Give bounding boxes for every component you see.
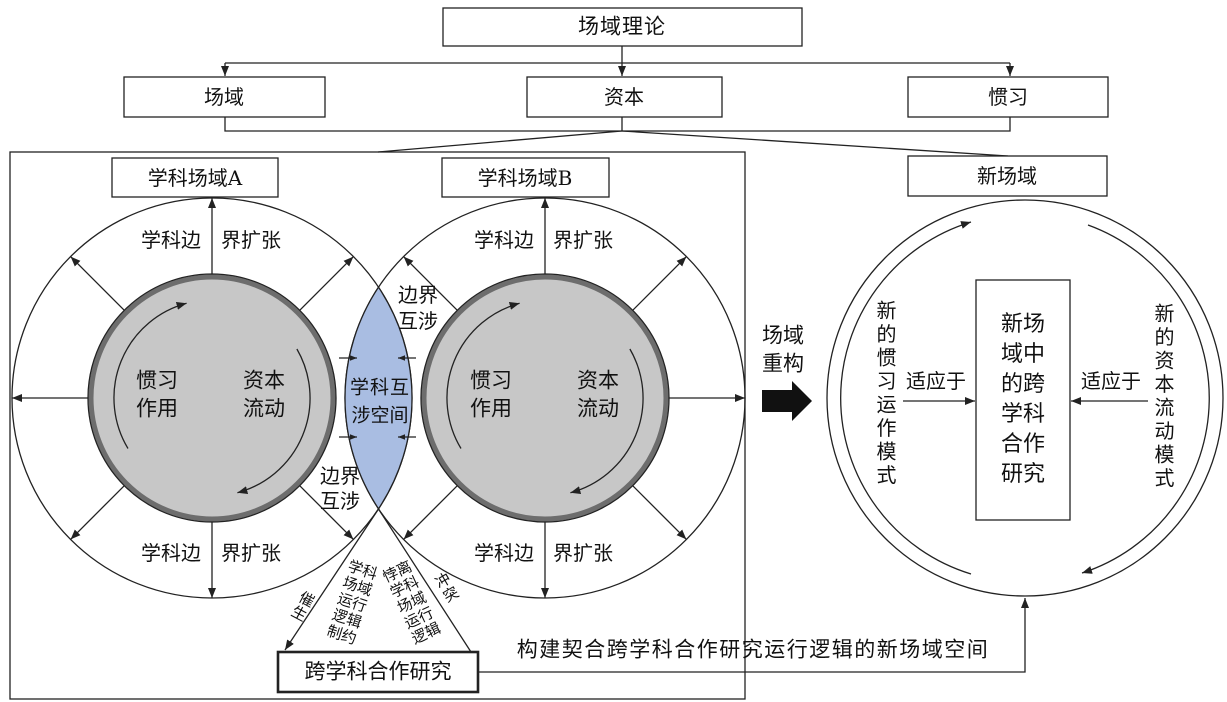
field-b-expansion-top-right: 界扩张 (553, 228, 613, 252)
field-b-title: 学科场域B (477, 166, 573, 190)
adapt-right-label: 适应于 (1081, 369, 1141, 393)
habitus-label: 惯习 (988, 85, 1028, 109)
new-habitus-mode-label: 新的惯习运作模式 (873, 300, 897, 488)
field-b-expansion-bottom-left: 学科边 (474, 541, 534, 565)
field-b-expansion-bottom-right: 界扩张 (553, 541, 613, 565)
field-a-expansion-top-left: 学科边 (141, 228, 201, 252)
reconstruct-label-line2: 重构 (762, 351, 804, 376)
new-field-cycle-arc-right (1081, 224, 1210, 574)
field-a-cycle-arc-left (113, 302, 187, 449)
overlap-space-line2: 涉空间 (351, 404, 409, 427)
capital-box (526, 76, 723, 118)
new-field-core-line2: 域中 (1000, 342, 1046, 367)
field-b-inner-disk (421, 274, 669, 522)
merge-to-new-field-line (621, 130, 1009, 157)
field-a-cycle-arc-right (237, 348, 311, 494)
field-a-inner-disk (88, 274, 336, 522)
new-field-box (907, 155, 1108, 197)
new-field-core-box (975, 279, 1071, 521)
field-a-expansion-top-right: 界扩张 (221, 228, 281, 252)
adapt-left-label: 适应于 (906, 369, 966, 393)
theory-title: 场域理论 (578, 14, 666, 39)
overlap-space-line1: 学科互 (349, 376, 411, 399)
interdisciplinary-research-box (276, 650, 480, 694)
concept-merge-bracket (224, 117, 1011, 132)
field-a-expansion-bottom-left: 学科边 (141, 541, 201, 565)
overlap-lens (344, 286, 413, 510)
new-field-circle (826, 199, 1224, 597)
field-b-box (441, 157, 610, 198)
field-label: 场域 (204, 85, 244, 109)
field-b-capital-line2: 流动 (577, 396, 619, 421)
spawn-line (284, 508, 380, 651)
new-field-cycle-arc-left (840, 221, 972, 575)
field-a-arrow-up-left (70, 256, 125, 311)
field-b-habitus-line1: 惯习 (470, 368, 512, 393)
field-b-arrow-up-left (403, 256, 458, 311)
field-a-arrow-up-right (299, 256, 354, 311)
boundary-top-line2: 互涉 (398, 309, 438, 333)
field-a-capital-line2: 流动 (243, 396, 285, 421)
new-field-core-line5: 合作 (1000, 432, 1046, 457)
field-a-title: 学科场域A (147, 166, 243, 190)
reconstruct-arrow-icon (762, 381, 812, 421)
field-b-habitus-line2: 作用 (470, 396, 512, 421)
field-b-expansion-top-left: 学科边 (474, 228, 534, 252)
new-field-core-line6: 研究 (1000, 462, 1046, 487)
field-b-arrow-down-left (403, 485, 458, 540)
boundary-bottom-line2: 互涉 (320, 489, 360, 513)
field-a-expansion-bottom-right: 界扩张 (221, 541, 281, 565)
field-b-capital-line1: 资本 (577, 368, 619, 393)
new-field-title: 新场域 (977, 164, 1037, 188)
field-a-arrow-down-right (299, 485, 354, 540)
construct-new-field-connector (478, 598, 1029, 673)
field-b-arrow-down-right (632, 485, 687, 540)
field-a-capital-line1: 资本 (243, 368, 285, 393)
disciplinary-fields-frame (9, 151, 746, 700)
capital-label: 资本 (604, 85, 644, 109)
boundary-bottom-line1: 边界 (320, 464, 360, 488)
new-field-core-line1: 新场 (1000, 312, 1046, 337)
field-a-habitus-line2: 作用 (136, 396, 178, 421)
habitus-box (907, 76, 1109, 118)
field-b-arrow-up-right (632, 256, 687, 311)
interdisciplinary-research-label: 跨学科合作研究 (304, 659, 452, 684)
boundary-top-line1: 边界 (398, 283, 438, 307)
field-a-habitus-line1: 惯习 (136, 368, 178, 393)
field-a-arrow-down-left (70, 485, 125, 540)
merge-to-disciplinary-fields-line (377, 130, 623, 153)
new-field-core-line4: 学科 (1000, 402, 1046, 427)
field-b-cycle-arc-left (446, 302, 520, 449)
field-a-box (111, 157, 279, 198)
new-field-core-line3: 的跨 (1000, 372, 1046, 397)
reconstruct-label-line1: 场域 (762, 323, 804, 348)
construct-new-field-label: 构建契合跨学科合作研究运行逻辑的新场域空间 (516, 637, 990, 662)
theory-box (442, 7, 803, 47)
conflict-line (377, 508, 472, 653)
field-b-cycle-arc-right (570, 348, 644, 494)
new-capital-mode-label: 新的资本流动模式 (1151, 303, 1175, 491)
